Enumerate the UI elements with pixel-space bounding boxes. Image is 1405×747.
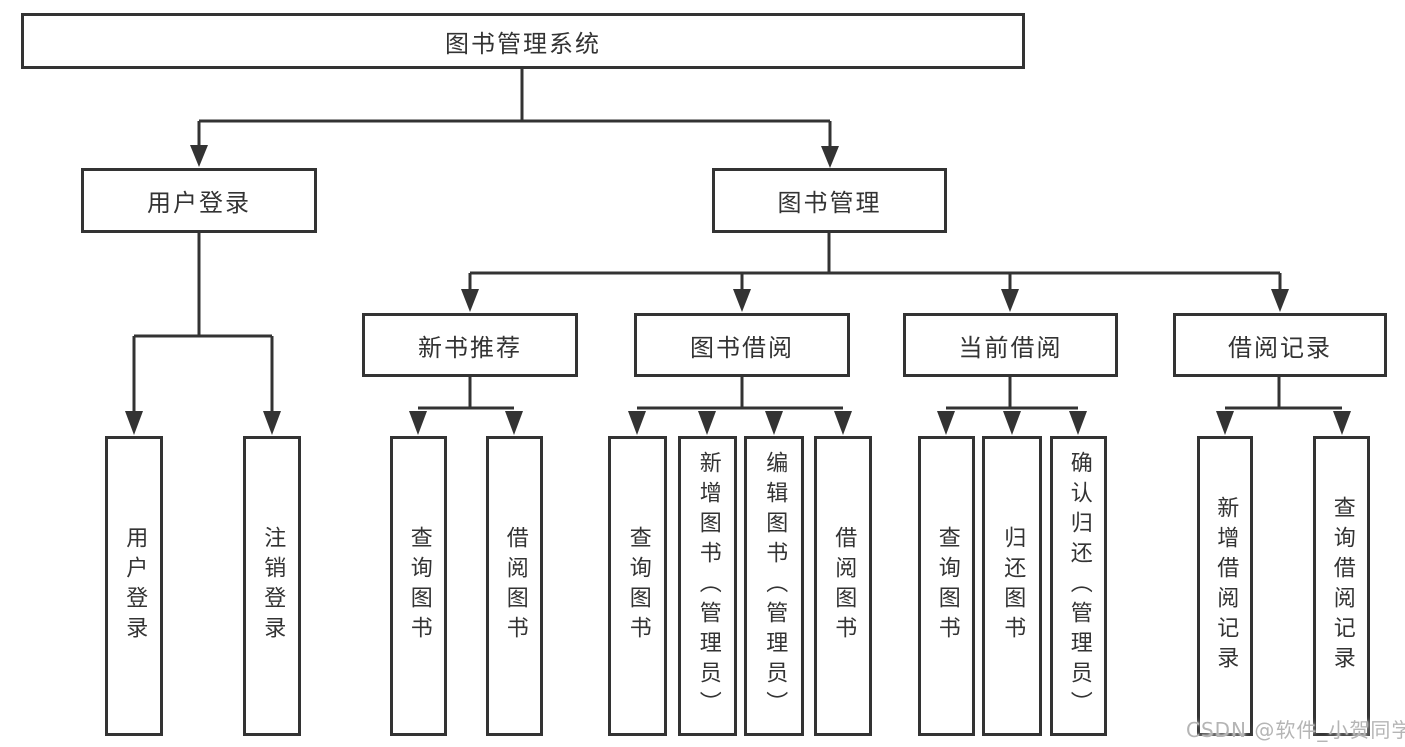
arrow-down-icon [628, 411, 646, 435]
node-library-management-system: 图书管理系统 [21, 13, 1025, 69]
leaf-logout: 注销登录 [243, 436, 301, 736]
node-current-borrowing: 当前借阅 [903, 313, 1118, 377]
node-label: 新增借阅记录 [1213, 496, 1239, 676]
node-label: 查询图书 [625, 526, 651, 646]
node-label: 查询图书 [406, 526, 432, 646]
arrow-down-icon [409, 411, 427, 435]
node-label: 当前借阅 [958, 333, 1063, 362]
arrow-down-icon [1003, 411, 1021, 435]
node-label: 借阅记录 [1228, 333, 1332, 362]
node-label: 图书管理系统 [445, 29, 601, 58]
node-book-borrowing: 图书借阅 [634, 313, 850, 377]
node-borrowing-records: 借阅记录 [1173, 313, 1387, 377]
leaf-return-books: 归还图书 [982, 436, 1042, 736]
leaf-borrow-books-recommend: 借阅图书 [486, 436, 543, 736]
arrow-down-icon [834, 411, 852, 435]
leaf-add-borrow-record: 新增借阅记录 [1197, 436, 1253, 736]
node-book-management: 图书管理 [712, 168, 947, 233]
node-label: 归还图书 [1000, 526, 1026, 646]
node-label: 借阅图书 [502, 526, 528, 646]
leaf-query-books-current: 查询图书 [918, 436, 975, 736]
node-label: 图书管理 [777, 189, 882, 217]
node-label: 注销登录 [260, 526, 286, 646]
node-label: 查询借阅记录 [1329, 496, 1355, 676]
leaf-query-borrow-record: 查询借阅记录 [1313, 436, 1370, 736]
leaf-edit-book-admin: 编辑图书（管理员） [744, 436, 804, 736]
arrow-down-icon [125, 411, 143, 435]
arrow-down-icon [1001, 289, 1019, 312]
arrow-down-icon [1333, 411, 1351, 435]
arrow-down-icon [821, 146, 839, 168]
arrow-down-icon [1216, 411, 1234, 435]
node-label: 图书借阅 [690, 333, 794, 362]
node-label: 编辑图书（管理员） [762, 451, 788, 721]
arrow-down-icon [698, 411, 716, 435]
arrow-down-icon [765, 411, 783, 435]
node-label: 查询图书 [934, 526, 960, 646]
node-label: 借阅图书 [831, 526, 857, 646]
leaf-query-books-borrowing: 查询图书 [608, 436, 667, 736]
arrow-down-icon [263, 411, 281, 435]
leaf-user-login: 用户登录 [105, 436, 163, 736]
arrow-down-icon [505, 411, 523, 435]
leaf-confirm-return-admin: 确认归还（管理员） [1050, 436, 1107, 736]
node-user-login: 用户登录 [81, 168, 317, 233]
leaf-borrow-books: 借阅图书 [814, 436, 872, 736]
arrow-down-icon [461, 289, 479, 312]
node-label: 用户登录 [147, 189, 251, 217]
watermark: CSDN @软件_小贺同学 [1186, 718, 1405, 742]
node-label: 新增图书（管理员） [695, 451, 721, 721]
node-label: 用户登录 [122, 526, 148, 646]
arrow-down-icon [1069, 411, 1087, 435]
arrow-down-icon [1271, 289, 1289, 312]
leaf-add-book-admin: 新增图书（管理员） [678, 436, 737, 736]
arrow-down-icon [937, 411, 955, 435]
leaf-query-books-recommend: 查询图书 [390, 436, 447, 736]
node-new-book-recommendation: 新书推荐 [362, 313, 578, 377]
node-label: 确认归还（管理员） [1066, 451, 1092, 721]
arrow-down-icon [190, 145, 208, 167]
arrow-down-icon [733, 289, 751, 312]
node-label: 新书推荐 [418, 333, 522, 362]
